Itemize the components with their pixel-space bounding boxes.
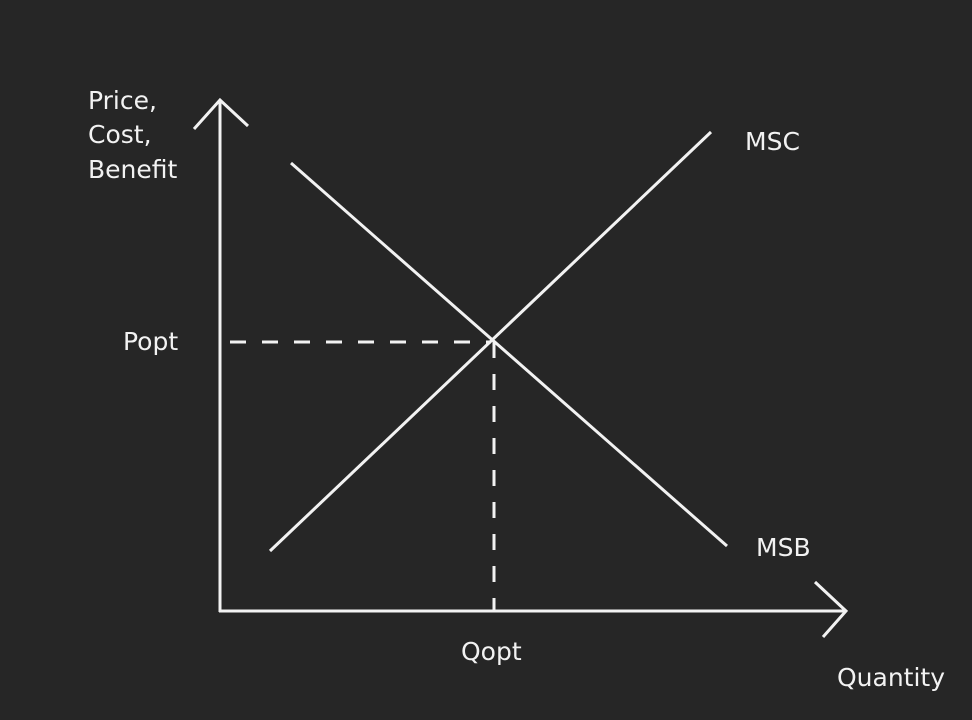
msb-curve [290,161,728,548]
qopt-label: Qopt [461,637,522,666]
y-axis-label-line-3: Benefit [88,155,178,184]
x-axis-arrowhead [813,580,849,638]
popt-label: Popt [123,327,178,356]
y-axis-label-line-2: Cost, [88,120,152,149]
msc-label: MSC [745,127,800,156]
y-axis-label-line-1: Price, [88,86,157,115]
msb-label: MSB [756,533,811,562]
y-axis-arrowhead [192,97,250,131]
x-axis-label: Quantity [837,663,945,692]
